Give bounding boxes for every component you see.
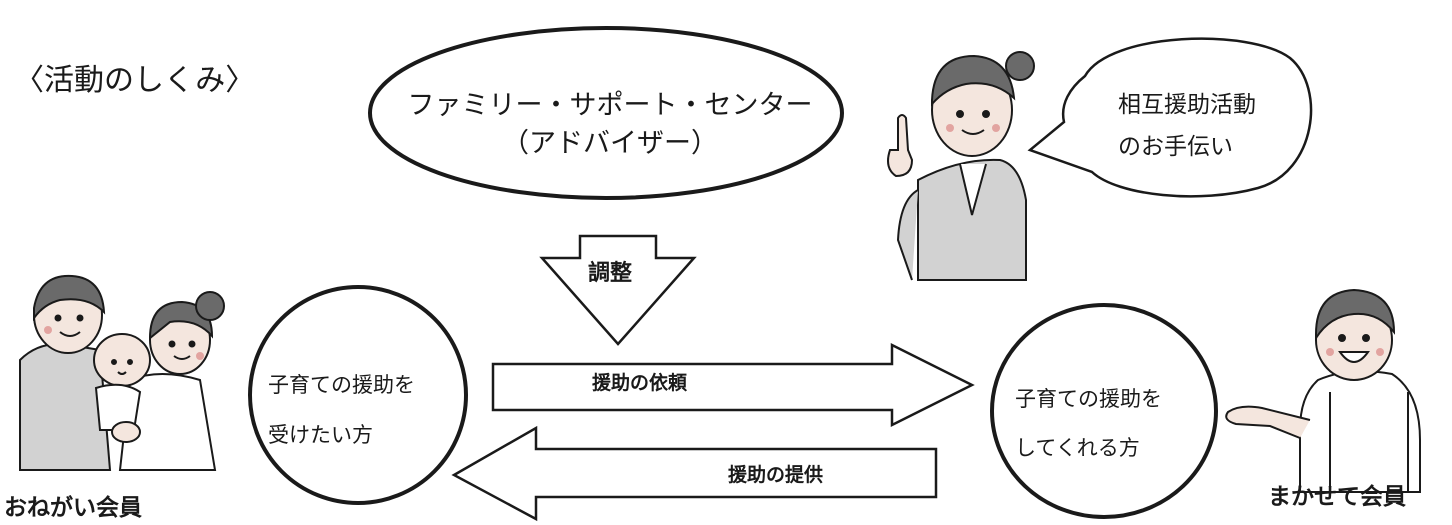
makasete-member-caption: まかせて会員 [1268,484,1406,510]
advisor-illustration [887,51,1035,281]
center-oval [368,26,844,200]
provide-arrow [451,425,938,522]
center-label-line2: （アドバイザー） [502,128,718,159]
left-member-line2: 受けたい方 [268,423,373,447]
provide-label: 援助の提供 [728,464,824,486]
speech-bubble-line2: のお手伝い [1118,134,1233,160]
right-member-circle [990,303,1218,519]
center-label-line1: ファミリー・サポート・センター [407,90,813,121]
adjustment-arrow [539,234,697,346]
request-arrow [491,342,975,428]
adjustment-label: 調整 [588,261,633,286]
helper-illustration [1225,288,1421,493]
request-label: 援助の依頼 [592,372,688,394]
right-member-line2: してくれる方 [1015,436,1140,460]
left-member-circle [248,285,468,505]
speech-bubble-line1: 相互援助活動 [1118,92,1256,118]
family-illustration [19,274,225,471]
onegai-member-caption: おねがい会員 [4,495,142,521]
speech-bubble [1027,37,1313,198]
right-member-line1: 子育ての援助を [1015,387,1162,411]
left-member-line1: 子育ての援助を [268,373,415,397]
diagram-title: 〈活動のしくみ〉 [14,63,256,98]
